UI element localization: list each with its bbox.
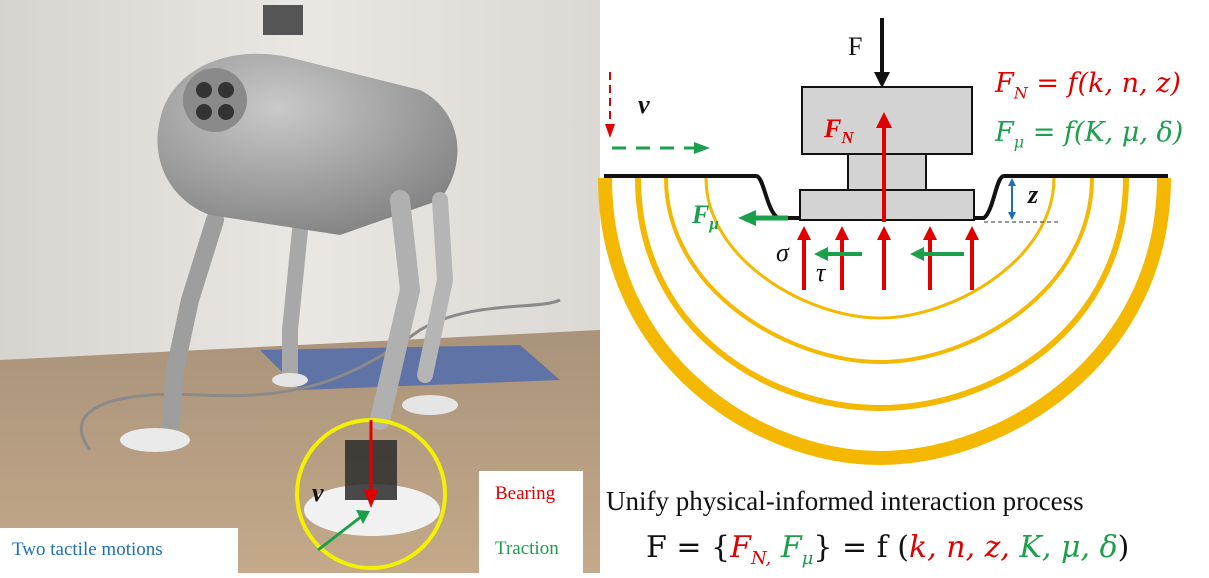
- normal-force-equation: FN = f(k, n, z): [995, 68, 1181, 103]
- soil-arc-2: [635, 177, 1129, 412]
- summary-formula: F = {FN, Fμ} = f (k, n, z, K, μ, δ): [646, 530, 1130, 569]
- soil-arc-3: [664, 177, 1094, 365]
- sand-floor: [0, 330, 600, 573]
- robot-photo: v: [0, 0, 600, 573]
- legend-traction: Traction: [495, 538, 559, 559]
- soil-arc-inner: [704, 177, 1056, 320]
- tactile-foot: [304, 484, 440, 536]
- caption-box: Two tactile motions: [0, 528, 238, 573]
- traction-arrow: [317, 514, 363, 552]
- caption-text: Two tactile motions: [12, 539, 163, 560]
- tau-label: τ: [816, 258, 826, 287]
- force-label: F: [848, 32, 863, 61]
- legend-bearing: Bearing: [495, 483, 556, 504]
- robot-photo-illustration: [0, 0, 600, 573]
- friction-force-equation: Fμ = f(K, μ, δ): [995, 117, 1184, 152]
- interaction-diagram: F v FN Fμ z σ τ FN = f(k, n, z) Fμ = f(K…: [598, 0, 1209, 573]
- diagram-canvas: [598, 18, 1171, 466]
- summary-title: Unify physical-informed interaction proc…: [606, 486, 1084, 516]
- soil-arc-outer: [598, 177, 1171, 466]
- velocity-label: v: [638, 90, 650, 119]
- foot-plate: [799, 189, 975, 221]
- legend: Bearing Traction: [479, 471, 583, 573]
- normal-force-label: FN: [824, 114, 854, 148]
- stem-block: [847, 153, 927, 191]
- sigma-label: σ: [776, 238, 789, 267]
- depth-label: z: [1028, 180, 1039, 209]
- friction-force-label: Fμ: [692, 200, 719, 234]
- photo-velocity-label: v: [312, 478, 324, 507]
- normal-stress-arrows: [797, 226, 979, 290]
- shear-stress-arrows: [814, 247, 964, 261]
